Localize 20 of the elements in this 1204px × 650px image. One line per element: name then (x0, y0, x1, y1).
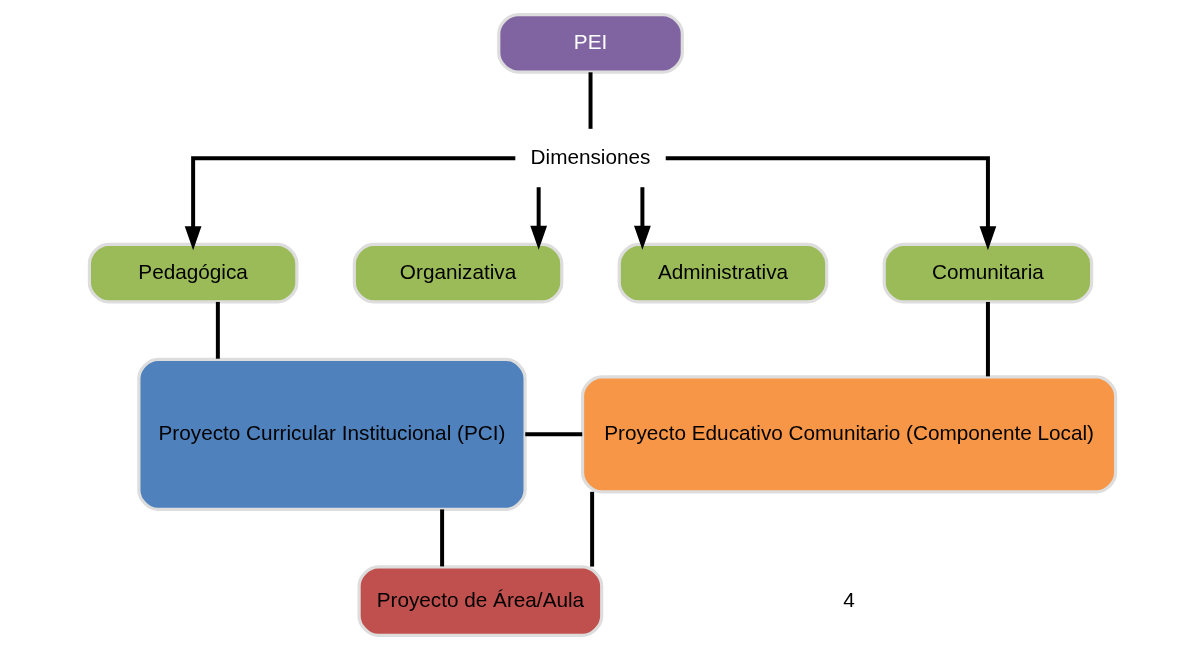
node-box: Proyecto Curricular Institucional (PCI) (136, 357, 527, 511)
node-box: PEI (496, 13, 684, 74)
node-box: Organizativa (352, 242, 563, 304)
connector (588, 72, 593, 129)
connector (524, 432, 582, 437)
arrow (529, 187, 547, 250)
connector (589, 491, 594, 567)
arrow (633, 187, 651, 250)
node-box: Comunitaria (882, 242, 1093, 304)
connector (439, 509, 444, 567)
connector (985, 301, 990, 377)
arrow (184, 156, 515, 251)
arrow (665, 156, 996, 251)
node-box: Proyecto Educativo Comunitario (Componente Local) (580, 375, 1117, 494)
node-box: Pedagógica (87, 242, 298, 304)
node-box: Administrativa (617, 242, 828, 304)
connector (215, 301, 220, 359)
node-box: Proyecto de Área/Aula (357, 565, 603, 637)
node-text: Dimensiones (530, 144, 650, 168)
label: 4 (842, 587, 855, 611)
